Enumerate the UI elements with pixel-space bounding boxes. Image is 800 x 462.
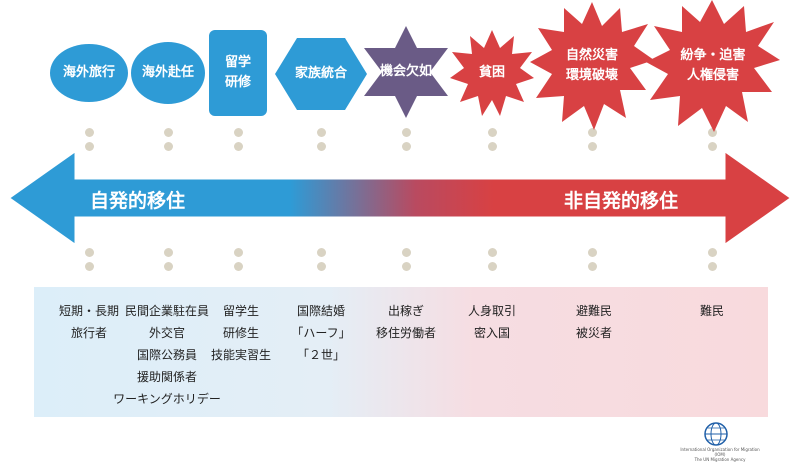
iom-globe-icon <box>704 422 728 446</box>
desc-trafficking: 人身取引 密入国 <box>454 300 530 344</box>
connector-dot <box>164 142 173 151</box>
connector-dot <box>234 142 243 151</box>
label-family-reunification: 家族統合 <box>294 66 347 81</box>
connector-dot <box>708 248 717 257</box>
connector-dot <box>317 128 326 137</box>
connector-dot <box>85 262 94 271</box>
shape-study-training <box>209 30 267 116</box>
shape-natural-disaster <box>530 2 654 130</box>
connector-dot <box>402 128 411 137</box>
connector-dot <box>488 262 497 271</box>
desc-line: ワーキングホリデー <box>113 392 221 406</box>
connector-dot <box>488 248 497 257</box>
desc-family: 国際結婚 「ハーフ」 「２世」 <box>284 300 358 366</box>
desc-travelers: 短期・長期 旅行者 <box>52 300 126 344</box>
label-lack-of-opportunity: 機会欠如 <box>379 64 432 79</box>
connector-dot <box>588 262 597 271</box>
connector-dot <box>588 142 597 151</box>
label-natural-disaster: 自然災害 環境破壊 <box>565 48 618 83</box>
connector-dot <box>317 248 326 257</box>
description-band <box>34 287 768 417</box>
desc-line: 研修生 <box>222 326 259 340</box>
desc-displaced: 避難民 被災者 <box>556 300 632 344</box>
connector-dot <box>488 142 497 151</box>
desc-line: 難民 <box>699 304 724 318</box>
desc-line: 短期・長期 <box>58 304 119 318</box>
desc-migrant-workers: 出稼ぎ 移住労働者 <box>368 300 444 344</box>
desc-line: 密入国 <box>473 326 510 340</box>
connector-dot <box>588 248 597 257</box>
desc-line: 避難民 <box>575 304 612 318</box>
connector-dot <box>164 248 173 257</box>
desc-students: 留学生 研修生 技能実習生 <box>204 300 278 366</box>
label-poverty: 貧困 <box>478 65 505 80</box>
shape-poverty <box>450 30 534 116</box>
connector-dot <box>317 142 326 151</box>
connector-dot <box>708 262 717 271</box>
label-study-training: 留学 研修 <box>224 55 251 90</box>
migration-spectrum-arrow <box>8 150 792 246</box>
forced-migration-label: 非自発的移住 <box>564 190 679 212</box>
connector-dot <box>234 248 243 257</box>
connector-dot <box>488 128 497 137</box>
desc-line: 移住労働者 <box>375 326 436 340</box>
shape-overseas-assignment <box>131 42 205 104</box>
footer-tagline: The UN Migration Agency <box>694 457 746 462</box>
desc-line: 旅行者 <box>70 326 107 340</box>
desc-line: 技能実習生 <box>210 348 271 362</box>
connector-dot <box>708 128 717 137</box>
desc-line: 出稼ぎ <box>387 304 424 318</box>
desc-line: 「ハーフ」 <box>291 326 351 340</box>
connector-dot <box>317 262 326 271</box>
desc-line: 国際結婚 <box>296 304 345 318</box>
connector-dot <box>402 262 411 271</box>
shape-lack-of-opportunity <box>364 26 448 118</box>
desc-refugees: 難民 <box>674 300 750 322</box>
connector-dot <box>402 248 411 257</box>
footer-org-name: International Organization for Migration… <box>680 447 760 457</box>
label-conflict-persecution: 紛争・迫害 人権侵害 <box>680 48 746 83</box>
shape-overseas-travel <box>50 44 128 102</box>
desc-line: 民間企業駐在員 <box>124 304 209 318</box>
desc-line: 人身取引 <box>467 304 516 318</box>
connector-dot <box>85 142 94 151</box>
shape-family-reunification <box>275 38 367 110</box>
connector-dot <box>85 128 94 137</box>
connector-dot <box>234 128 243 137</box>
label-overseas-travel: 海外旅行 <box>62 65 115 80</box>
desc-line: 外交官 <box>148 326 185 340</box>
desc-line: 留学生 <box>222 304 259 318</box>
desc-expatriates: 民間企業駐在員 外交官 国際公務員 援助関係者 ワーキングホリデー <box>112 300 222 410</box>
desc-line: 被災者 <box>575 326 612 340</box>
label-overseas-assignment: 海外赴任 <box>141 65 194 80</box>
desc-line: 国際公務員 <box>136 348 197 362</box>
connector-dot <box>85 248 94 257</box>
voluntary-migration-label: 自発的移住 <box>90 190 186 212</box>
connector-dot <box>164 128 173 137</box>
desc-line: 「２世」 <box>296 348 345 362</box>
connector-dot <box>234 262 243 271</box>
desc-line: 援助関係者 <box>136 370 197 384</box>
connector-dot <box>164 262 173 271</box>
connector-dot <box>402 142 411 151</box>
connector-dot <box>588 128 597 137</box>
connector-dot <box>708 142 717 151</box>
shape-conflict-persecution <box>646 0 780 132</box>
